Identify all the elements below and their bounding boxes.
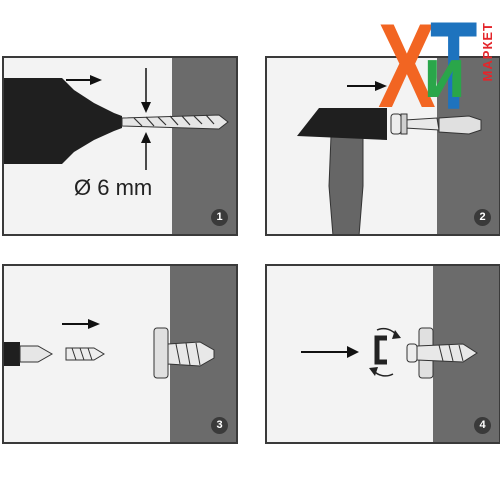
wall xyxy=(172,58,236,234)
hammer-head xyxy=(297,108,387,140)
motion-arrow-head xyxy=(88,319,100,329)
step-number-badge: 1 xyxy=(211,209,228,226)
screwdriver-handle xyxy=(4,342,20,366)
screwdriver-illustration xyxy=(4,319,215,379)
screwdriver-tip xyxy=(19,345,54,363)
hammer-handle xyxy=(328,135,364,234)
wall xyxy=(437,58,499,234)
brand-logo: Х Т и МАРКЕТ xyxy=(368,4,500,154)
logo-letter-x: Х xyxy=(378,0,436,133)
panel-step-4: 4 xyxy=(265,264,500,444)
drill-illustration xyxy=(4,68,229,170)
anchor-in-wall xyxy=(167,341,215,367)
drill-bit-flutes xyxy=(133,114,215,127)
drill-body xyxy=(4,78,122,164)
motion-arrow-head xyxy=(347,346,359,358)
panel-step-1: Ø 6 mm 1 xyxy=(2,56,238,236)
step-number-badge: 3 xyxy=(211,417,228,434)
screw-head xyxy=(390,113,402,135)
motion-arrow-head xyxy=(375,81,387,91)
step-number-badge: 4 xyxy=(474,417,491,434)
bracket xyxy=(374,335,387,365)
logo-letter-t: Т xyxy=(430,0,478,136)
logo-side-text: МАРКЕТ xyxy=(480,22,495,82)
screw-loose xyxy=(65,347,105,361)
anchor-flange xyxy=(153,327,169,379)
step-number-badge: 2 xyxy=(474,209,491,226)
logo-letter-i: и xyxy=(423,34,467,112)
fixing-illustration xyxy=(301,327,478,379)
panel-step-3: 3 xyxy=(2,264,238,444)
diameter-label: Ø 6 mm xyxy=(74,175,153,200)
anchor-in-wall xyxy=(438,115,482,135)
hammer-illustration xyxy=(297,81,482,234)
screw-head xyxy=(406,343,418,363)
anchor-in-wall xyxy=(416,343,478,363)
panel-step-2: 2 xyxy=(265,56,500,236)
motion-arrow-head xyxy=(90,75,102,85)
